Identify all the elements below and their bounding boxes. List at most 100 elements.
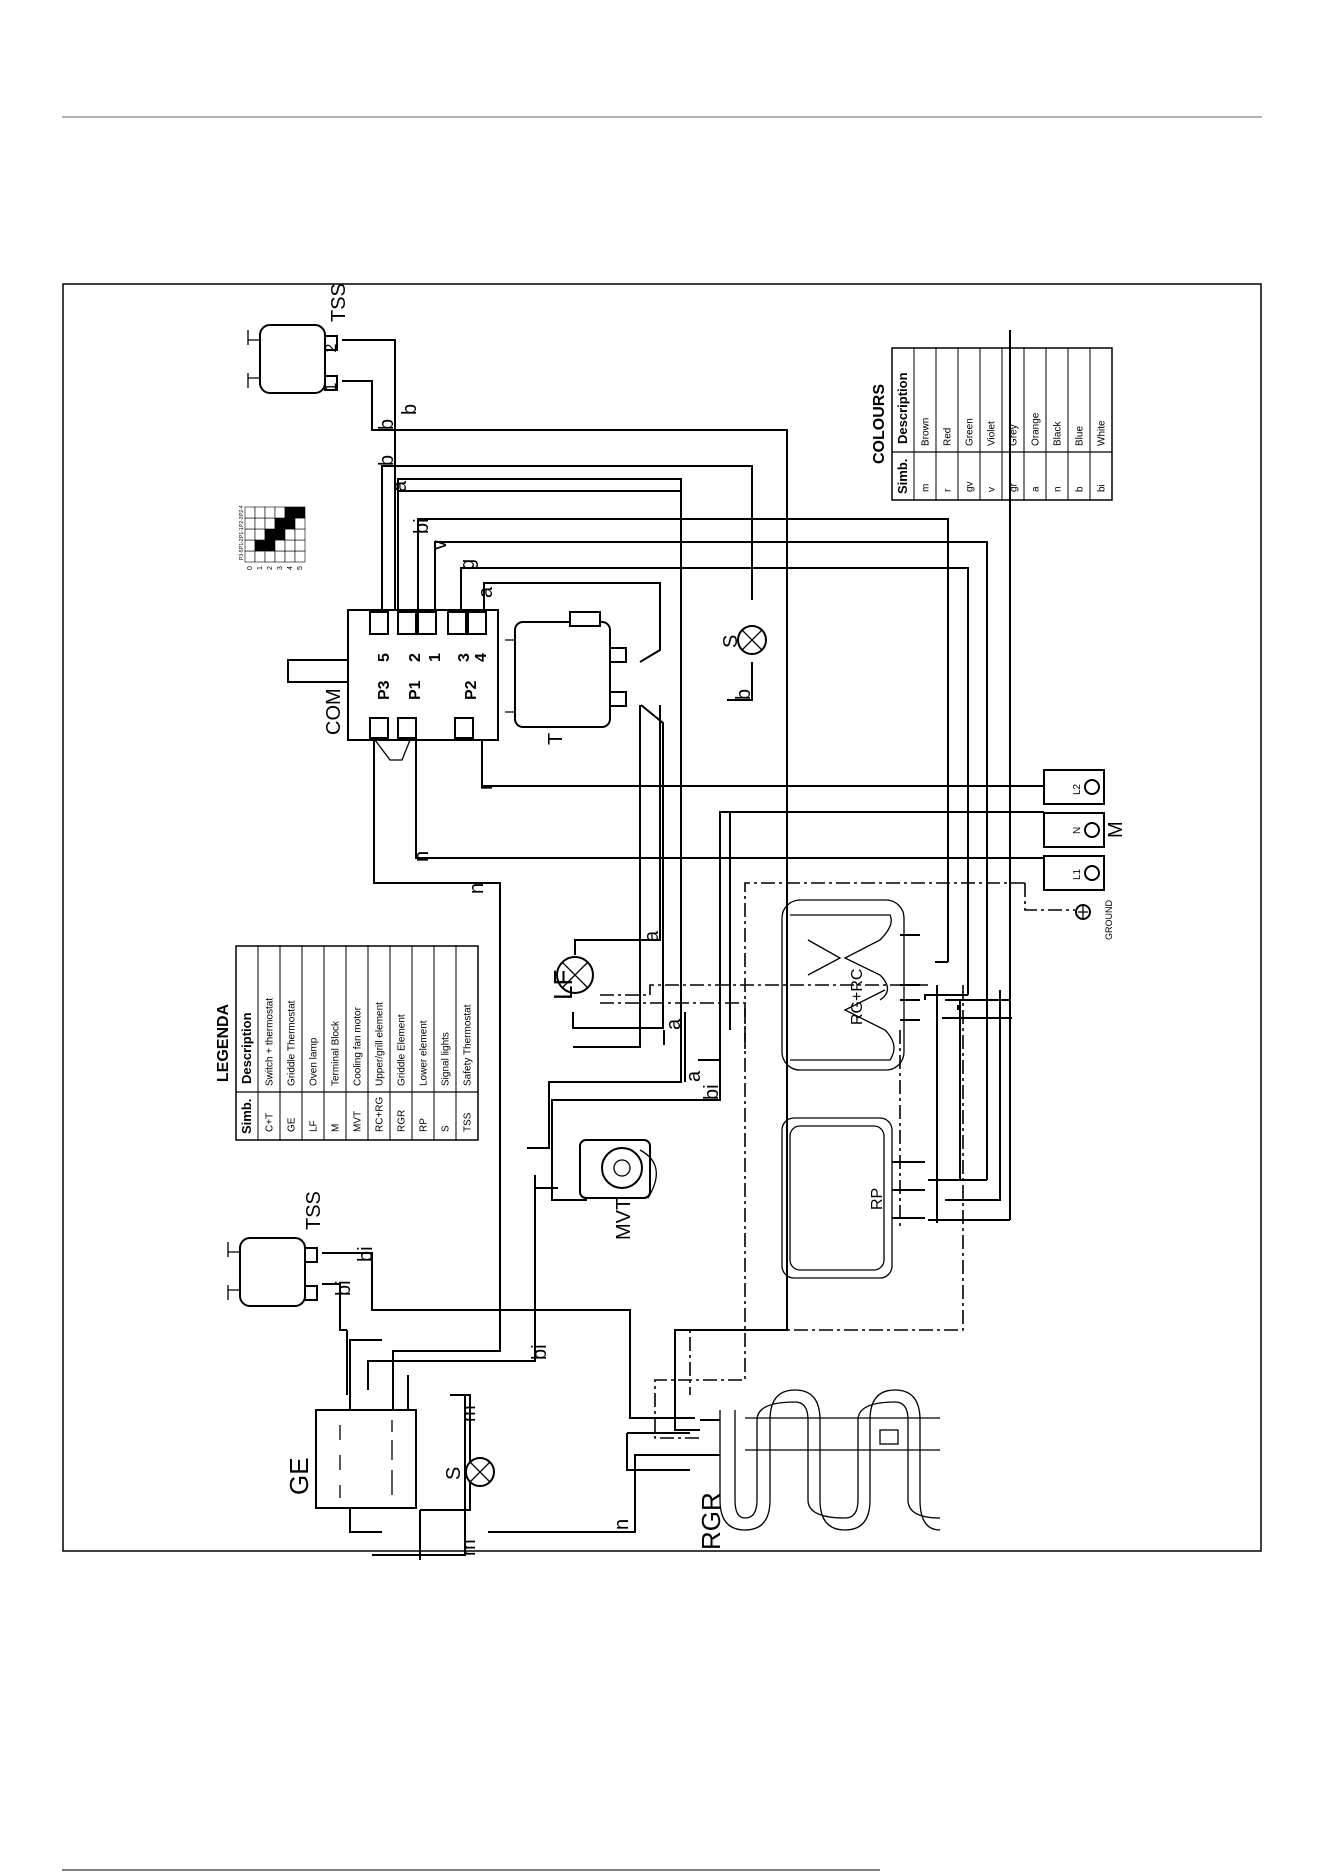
switch-table-cell <box>274 550 286 563</box>
tss-top-pin-2: 2 <box>323 343 340 352</box>
griddle-element-rgr: RGR <box>696 1389 941 1550</box>
switch-table-cell <box>294 539 306 552</box>
switch-table-cell <box>274 528 286 541</box>
colours-row-simb: a <box>1030 486 1041 492</box>
switch-table-cell <box>294 528 306 541</box>
legenda-row-description: Griddle Thermostat <box>286 1000 297 1086</box>
switch-table-cell <box>284 517 296 530</box>
com-terminal-2: 2 <box>407 653 424 662</box>
wire-label-bi-1: bi <box>411 518 433 534</box>
thermostat-t: T <box>497 611 627 745</box>
terminal-pin-l1: L1 <box>1072 868 1083 880</box>
wire-label-bi-4: bi <box>333 1280 355 1296</box>
griddle-thermostat-ge: GE <box>284 1409 417 1509</box>
switch-table-contact: P2-3 <box>239 516 245 527</box>
legenda-row-description: Safety Thermostat <box>462 1004 473 1086</box>
legenda-row-simb: RP <box>418 1118 429 1132</box>
ground-symbol: GROUND <box>1075 900 1114 940</box>
wires <box>322 330 1075 1560</box>
legenda-row-description: Signal lights <box>440 1032 451 1086</box>
colours-header-description: Description <box>895 372 910 444</box>
wire-label-b-3: b <box>376 455 398 466</box>
colours-row-description: White <box>1096 420 1107 446</box>
fan-motor-label: MVT <box>613 1198 635 1240</box>
switch-table-contact: P1-2 <box>239 538 245 549</box>
switch-table-cell <box>294 506 306 519</box>
colours-row-simb: gr <box>1008 482 1019 492</box>
wire-label-g-1: g <box>457 559 479 570</box>
switch-table-cell <box>254 528 266 541</box>
wire-label-a-5: a <box>683 1070 705 1082</box>
legenda-header-simb: Simb. <box>239 1099 254 1134</box>
switch-table-cell <box>284 506 296 519</box>
legenda-row-description: Terminal Block <box>330 1020 341 1086</box>
com-label: COM <box>323 688 345 735</box>
switch-table-cell <box>254 550 266 563</box>
signal-light-top-label: S <box>720 635 742 648</box>
legenda-row-description: Switch + thermostat <box>264 998 275 1086</box>
wire-label-bi-3: bi <box>355 1246 377 1262</box>
switch-table-cell <box>264 528 276 541</box>
colours-table: Simb.DescriptionmBrownrRedgvGreenvViolet… <box>871 347 1113 501</box>
wire-label-r-1: r <box>475 783 497 790</box>
legenda-row-simb: TSS <box>462 1112 473 1132</box>
switch-table-cell <box>244 539 256 552</box>
colours-row-description: Orange <box>1030 412 1041 446</box>
signal-light-top: S <box>720 625 767 655</box>
switch-table-cell <box>264 506 276 519</box>
switch-table-position: 0 <box>247 566 254 570</box>
tss-bottom-label: TSS <box>303 1191 325 1230</box>
com-switch: 5 2 1 3 4 P3 P1 P2 COM <box>287 609 499 761</box>
colours-row-description: Violet <box>986 421 997 446</box>
colours-row-description: Brown <box>920 418 931 446</box>
wire-label-b-1: b <box>376 419 398 430</box>
legenda-header-description: Description <box>239 1012 254 1084</box>
switch-table-cell <box>244 506 256 519</box>
colours-title: COLOURS <box>871 384 888 464</box>
terminal-block-label: M <box>1105 821 1127 838</box>
oven-lamp-label: LF <box>548 970 578 1000</box>
com-terminal-p2: P2 <box>463 680 480 700</box>
wire-label-b-2: b <box>399 404 421 415</box>
tss-bottom: TSS <box>227 1191 325 1307</box>
switch-table-contact: P3-5 <box>239 549 245 560</box>
colours-row-simb: v <box>986 487 997 492</box>
wire-label-a-1: a <box>389 480 411 492</box>
fan-motor-mvt: MVT <box>579 1139 657 1240</box>
colours-row-simb: b <box>1074 486 1085 492</box>
legenda-row-simb: C+T <box>264 1113 275 1132</box>
legenda-row-simb: M <box>330 1124 341 1132</box>
legenda-row-description: Griddle Element <box>396 1014 407 1086</box>
com-terminal-3: 3 <box>456 653 473 662</box>
wire-labels: b b b a bi v g a b r n n a a a bi bi bi … <box>333 404 755 1556</box>
switch-table-cell <box>274 517 286 530</box>
griddle-element-label: RGR <box>696 1492 726 1550</box>
switch-table-cell <box>264 517 276 530</box>
switch-table-cell <box>254 539 266 552</box>
ground-label: GROUND <box>1104 900 1114 940</box>
colours-row-description: Green <box>964 418 975 446</box>
thermostat-label: T <box>545 733 567 745</box>
lower-element-rp: RP <box>781 1117 925 1279</box>
wire-label-n-1: n <box>411 851 433 862</box>
legenda-row-simb: RC+RG <box>374 1096 385 1132</box>
switch-table-position: 4 <box>287 566 294 570</box>
tss-top-label: TSS <box>328 283 350 322</box>
colours-row-simb: n <box>1052 486 1063 492</box>
legenda-row-description: Oven lamp <box>308 1037 319 1086</box>
legenda-row-description: Upper/grill element <box>374 1002 385 1086</box>
wire-label-n-2: n <box>466 883 488 894</box>
switch-table-cell <box>284 550 296 563</box>
diagram-frame <box>62 283 1262 1552</box>
switch-table-position: 2 <box>267 566 274 570</box>
oven-lamp-lf: LF <box>548 956 594 1000</box>
wire-label-m-2: m <box>458 1539 480 1556</box>
upper-element-label: RG+RC <box>849 969 866 1025</box>
com-terminal-1: 1 <box>427 653 444 662</box>
terminal-block-m: L2 N L1 M <box>1043 769 1127 891</box>
switch-table-position: 3 <box>277 566 284 570</box>
colours-row-description: Grey <box>1008 424 1019 446</box>
lower-element-label: RP <box>869 1188 886 1210</box>
